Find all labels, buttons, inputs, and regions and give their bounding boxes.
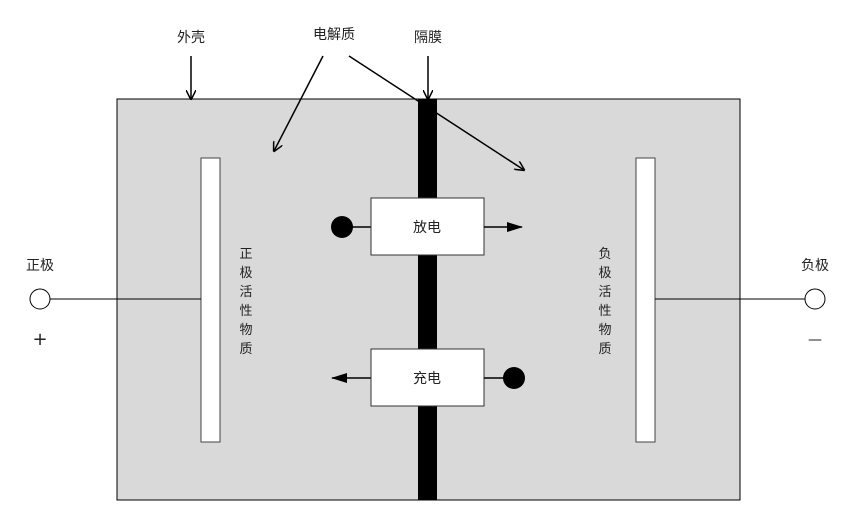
- svg-text:负: 负: [598, 247, 611, 262]
- discharge-box: [370, 197, 485, 256]
- separator-label: 隔膜: [414, 30, 442, 46]
- electrolyte-arrow-left: [274, 55, 324, 151]
- negative-terminal: [804, 288, 826, 310]
- svg-text:正: 正: [239, 247, 252, 262]
- positive-label: 正极: [26, 258, 54, 274]
- svg-text:极: 极: [239, 266, 252, 281]
- svg-text:活: 活: [598, 285, 611, 300]
- negative-material-label: 负 极 活 性 物 质: [598, 247, 611, 357]
- svg-text:性: 性: [239, 304, 252, 319]
- svg-text:极: 极: [598, 266, 611, 281]
- negative-electrode-plate: [635, 157, 656, 443]
- positive-material-label: 正 极 活 性 物 质: [239, 247, 252, 357]
- casing-label: 外壳: [177, 29, 205, 46]
- positive-electrode-plate: [200, 157, 221, 443]
- positive-terminal: [29, 288, 51, 310]
- svg-text:性: 性: [598, 304, 611, 319]
- svg-text:物: 物: [598, 323, 611, 338]
- charge-label: 充电: [413, 371, 441, 387]
- negative-label: 负极: [801, 258, 829, 274]
- ion-dot: [503, 367, 525, 389]
- svg-text:活: 活: [239, 285, 252, 300]
- plus-sign: +: [32, 329, 47, 350]
- discharge-label: 放电: [413, 220, 441, 236]
- minus-sign: —: [808, 332, 822, 348]
- svg-text:质: 质: [239, 342, 252, 357]
- separator: [418, 99, 437, 500]
- svg-text:物: 物: [239, 323, 252, 338]
- svg-text:质: 质: [598, 342, 611, 357]
- electrolyte-arrow-right: [348, 55, 524, 170]
- electrolyte-label: 电解质: [313, 27, 355, 43]
